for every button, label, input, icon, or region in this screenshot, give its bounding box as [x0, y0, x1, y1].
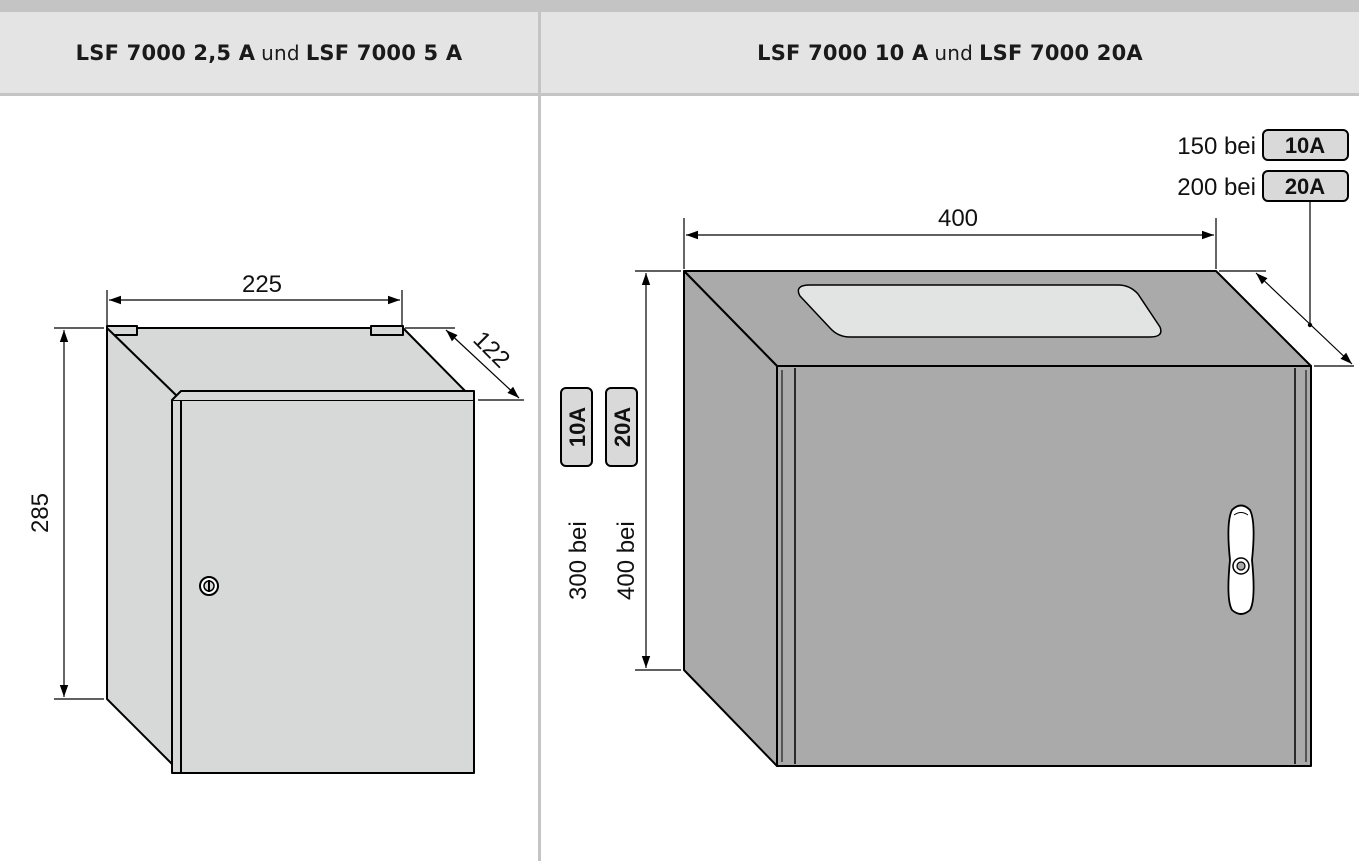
- large-depth-10a-label: 150 bei: [1177, 133, 1256, 160]
- large-height-10a-label: 300 bei: [565, 521, 592, 600]
- badge-10a-depth: [1262, 129, 1349, 161]
- large-width-label: 400: [938, 205, 978, 232]
- badge-20a-height: [605, 387, 638, 467]
- small-height-label: 285: [27, 493, 54, 533]
- small-cabinet-side: [106, 327, 182, 774]
- badge-10a-height: [560, 387, 593, 467]
- badge-20a-depth: [1262, 170, 1349, 202]
- badge-20a-depth-text: 20A: [1285, 174, 1325, 199]
- header-left-model-1: LSF 7000 2,5 A: [75, 40, 256, 65]
- header-right-model-2: LSF 7000 20A: [979, 40, 1143, 65]
- small-cabinet-lock-icon: [199, 576, 219, 596]
- column-header-right: LSF 7000 10 A und LSF 7000 20A: [541, 12, 1359, 96]
- small-width-label: 225: [242, 271, 282, 298]
- small-cabinet: [106, 325, 475, 774]
- small-depth-label: 122: [468, 326, 515, 373]
- header-right-model-1: LSF 7000 10 A: [757, 40, 929, 65]
- large-depth-dimension-line: [1255, 272, 1353, 365]
- large-height-20a-label: 400 bei: [613, 521, 640, 600]
- small-cabinet-tab-right: [370, 325, 404, 336]
- large-depth-20a-label: 200 bei: [1177, 174, 1256, 201]
- badge-10a-height-text: 10A: [565, 407, 590, 447]
- large-cabinet: [683, 270, 1312, 767]
- header-right-und: und: [934, 40, 974, 65]
- large-cabinet-handle-icon: [1227, 504, 1255, 615]
- small-depth-dimension-line: [445, 329, 520, 399]
- large-cabinet-front: [776, 365, 1312, 767]
- badge-10a-depth-text: 10A: [1285, 133, 1325, 158]
- top-bar: [0, 0, 1359, 12]
- column-separator: [538, 12, 541, 861]
- header-left-model-2: LSF 7000 5 A: [305, 40, 463, 65]
- large-cabinet-top-window: [797, 284, 1162, 338]
- column-header-left: LSF 7000 2,5 A und LSF 7000 5 A: [0, 12, 538, 96]
- badge-20a-height-text: 20A: [610, 407, 635, 447]
- header-left-und: und: [261, 40, 300, 65]
